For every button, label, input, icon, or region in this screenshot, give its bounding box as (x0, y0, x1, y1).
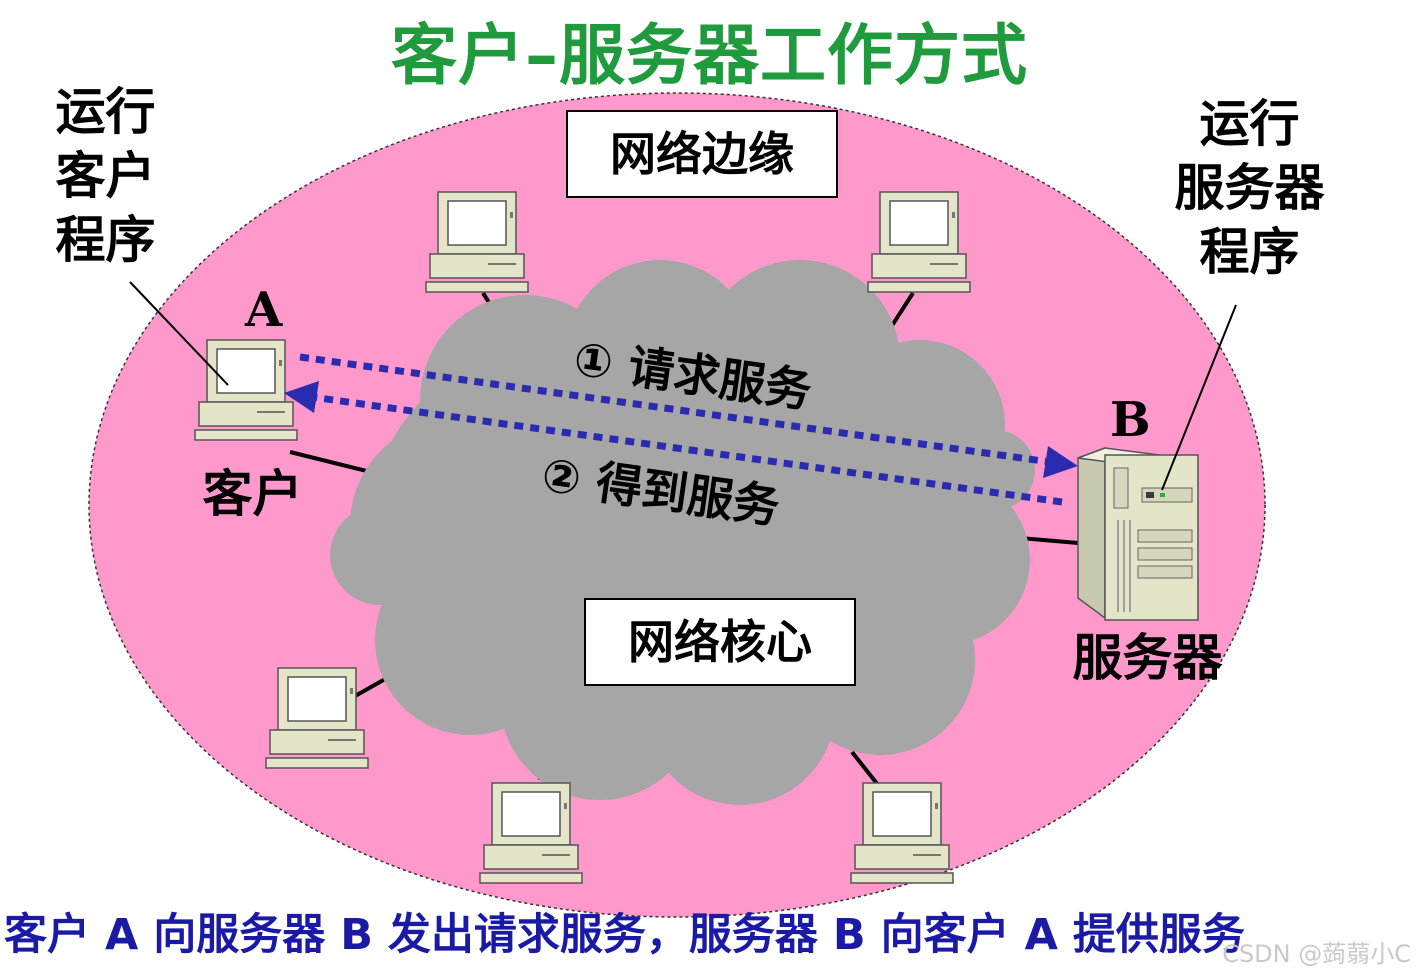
caption: 客户 A 向服务器 B 发出请求服务，服务器 B 向客户 A 提供服务 (4, 910, 1245, 960)
server-program-line-3: 程序 (1199, 223, 1300, 281)
client-program-label: 运行 客户 程序 (38, 80, 173, 272)
host-a-letter: A (245, 282, 283, 338)
client-program-line-2: 客户 (55, 147, 156, 205)
response-arrow (284, 381, 1063, 506)
computer-icon-edge-bottom-left (265, 667, 369, 769)
watermark: CSDN @蒟蒻小C (1222, 940, 1411, 968)
client-label: 客户 (202, 465, 303, 523)
client-program-pointer (129, 281, 229, 386)
server-tower-icon (1077, 446, 1199, 621)
server-label: 服务器 (1072, 629, 1223, 687)
network-core-label: 网络核心 (584, 598, 856, 686)
server-program-label: 运行 服务器 程序 (1152, 92, 1347, 284)
host-b-letter: B (1110, 392, 1151, 448)
network-edge-label: 网络边缘 (566, 110, 838, 198)
computer-icon-edge-top-left (425, 191, 529, 293)
page-title: 客户–服务器工作方式 (391, 17, 1028, 94)
computer-icon-edge-bottom-middle (479, 782, 583, 884)
request-arrow (299, 353, 1078, 478)
client-program-line-3: 程序 (55, 211, 156, 269)
computer-icon-edge-top-right (867, 191, 971, 293)
server-program-line-2: 服务器 (1174, 159, 1325, 217)
computer-icon-client-a (194, 339, 298, 441)
computer-icon-edge-bottom-right (850, 782, 954, 884)
client-program-line-1: 运行 (55, 83, 156, 141)
server-program-pointer (1161, 304, 1237, 491)
server-program-line-1: 运行 (1199, 95, 1300, 153)
